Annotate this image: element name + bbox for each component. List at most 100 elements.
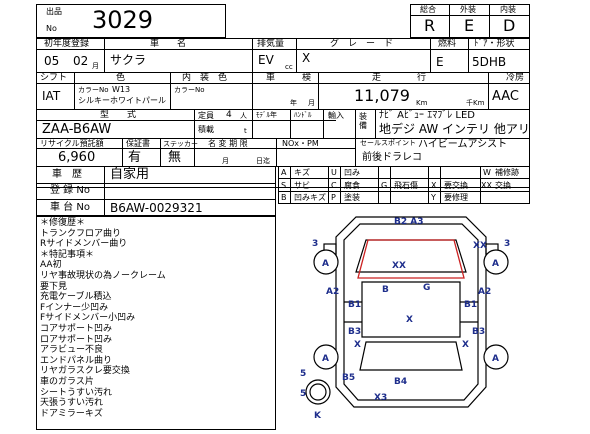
special-line: リヤ事故現状の為ノークレーム: [40, 271, 166, 281]
legend-xx-text: 交換: [495, 181, 511, 190]
legend-y: Y: [431, 193, 436, 202]
special-line: Fサイドメンバー小凹み: [40, 313, 136, 324]
mark-a2-right: A2: [478, 287, 491, 297]
mark-a2-left: A2: [326, 287, 339, 297]
mark-top-right-num: 3: [504, 239, 510, 249]
mark-g-center: G: [423, 283, 430, 293]
shift: IAT: [42, 89, 61, 103]
mark-b5: B5: [342, 373, 355, 383]
capacity-label: 定員: [198, 111, 214, 120]
special-header: ＊特記事項＊: [40, 249, 95, 260]
legend-a-text: キズ: [294, 168, 310, 177]
legend-c-text: 腐食: [344, 181, 360, 190]
mileage-label: 走 行: [372, 73, 427, 83]
mark-b1-right: B1: [464, 300, 477, 310]
legend-s: S: [281, 181, 287, 190]
interior-score: D: [503, 16, 516, 35]
mark-a-fl: A: [322, 259, 329, 269]
model-label: 型 式: [100, 110, 137, 120]
shift-label: シフト: [40, 73, 68, 83]
capacity: 4: [226, 110, 232, 120]
int-color-no-label: カラーNo: [174, 86, 205, 94]
chassis-label: 車 台 No: [50, 202, 90, 213]
make-label: 車 名: [150, 39, 187, 49]
chassis-no: B6AW-0029321: [110, 201, 203, 215]
legend-u: U: [331, 168, 337, 177]
sales-point-label: セールスポイント: [360, 139, 416, 147]
legend-x-text: 要交換: [444, 181, 468, 190]
nox-label: NOx・PM: [282, 139, 319, 148]
mark-five-left: 5: [300, 369, 306, 379]
special-line: 天張うすい汚れ: [40, 398, 104, 409]
mark-xx-left: XX: [392, 261, 406, 271]
mileage: 11,079: [354, 86, 410, 105]
special-line: 車のガラス片: [40, 377, 94, 387]
legend-p-text: 塗装: [344, 193, 360, 202]
cc-unit: cc: [285, 63, 293, 71]
mark-xx-right: XX: [473, 241, 487, 251]
first-reg-label: 初年度登録: [44, 39, 90, 49]
color-no-label: カラーNo: [78, 86, 109, 94]
equip-label: 装備: [359, 112, 367, 130]
legend-x: X: [431, 181, 437, 190]
legend-box: [278, 166, 530, 204]
mark-x-side-left: X: [354, 340, 361, 350]
legend-u-text: 凹み: [344, 168, 360, 177]
mark-b4: B4: [394, 377, 407, 387]
inspection-month-unit: 月: [308, 99, 315, 107]
mark-b3-left: B3: [348, 327, 361, 337]
mark-b2-a3: B2 A3: [394, 217, 423, 227]
sales-point-line1: ハイビームアシスト: [418, 139, 508, 150]
interior-score-label: 内装: [500, 5, 516, 14]
color-name: シルキーホワイトパール: [78, 96, 166, 105]
mark-b3-right: B3: [472, 327, 485, 337]
ac-label: 冷房: [506, 73, 525, 83]
inspection-year-unit: 年: [290, 99, 297, 107]
lot-number: 3029: [92, 6, 154, 34]
legend-c: C: [331, 181, 337, 190]
recycle-label: リサイクル預託額: [40, 139, 104, 148]
kkm-unit: 千Km: [466, 99, 485, 107]
exterior-score: E: [464, 16, 475, 35]
recycle-fee: 6,960: [58, 150, 96, 165]
lot-number-box: [36, 4, 226, 38]
mark-a-fr: A: [492, 259, 499, 269]
warranty-label: 保証書: [126, 139, 150, 148]
lot-label-bottom: No: [46, 24, 57, 33]
mark-a-rr: A: [492, 354, 499, 364]
special-line: AA初: [40, 260, 62, 271]
mark-b1-left: B1: [348, 300, 361, 310]
special-line: シートうすい汚れ: [40, 387, 113, 398]
warranty: 有: [128, 150, 142, 165]
overall-score-label: 総合: [420, 5, 436, 14]
first-reg-month: 02: [73, 54, 89, 68]
fuel-label: 燃料: [438, 39, 457, 49]
sticker: 無: [168, 150, 182, 165]
import-label: 輸入: [328, 111, 344, 120]
car-damage-diagram: 3 3 B2 A3 XX XX A A A A A2 A2 G B1 B1 B …: [300, 216, 510, 421]
special-line: コアサポート凹み: [40, 324, 113, 334]
handle-label: ﾊﾝﾄﾞﾙ: [294, 111, 312, 119]
model-year-label: ﾓﾃﾞﾙ年: [256, 111, 277, 119]
repair-line: Rサイドメンバー曲り: [40, 239, 128, 250]
legend-s-text: サビ: [294, 181, 310, 190]
name-change-label: 名 変 期 限: [208, 139, 248, 148]
history-block: [36, 166, 276, 216]
name-change-month: 月: [222, 157, 229, 165]
mark-x-center: X: [406, 315, 413, 325]
legend-y-text: 要修理: [444, 193, 468, 202]
capacity-unit: 人: [240, 112, 247, 120]
overall-score: R: [424, 16, 436, 35]
legend-p: P: [331, 193, 336, 202]
grade: X: [302, 51, 311, 65]
score-box: [410, 4, 530, 38]
legend-w-text: 補修跡: [495, 168, 519, 177]
fuel: E: [436, 55, 444, 69]
repair-line: トランクフロア曲り: [40, 228, 122, 239]
color-label: 色: [116, 73, 126, 83]
mark-k: K: [314, 411, 322, 421]
door-label: ﾄﾞｱ・形状: [474, 39, 515, 49]
color-no: W13: [112, 85, 131, 94]
legend-g: G: [381, 181, 388, 190]
door-shape: 5DHB: [472, 55, 507, 69]
